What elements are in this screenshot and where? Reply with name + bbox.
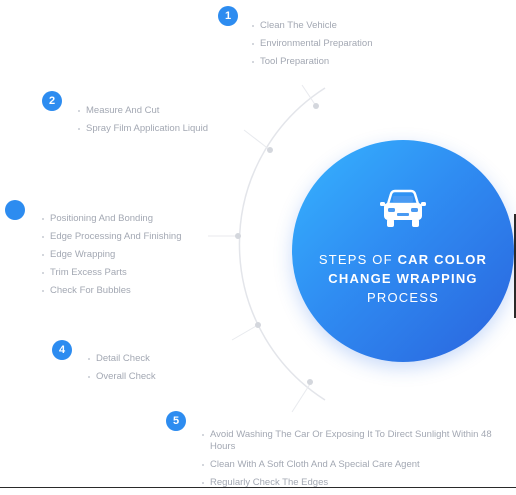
list-item: Trim Excess Parts [42,267,182,279]
hub-title-bold-1: CAR COLOR [397,252,488,267]
list-item: Tool Preparation [252,56,372,68]
connector-4 [231,324,259,341]
arc-dot-2 [267,147,273,153]
list-item: Positioning And Bonding [42,213,182,225]
car-front-icon [380,189,426,227]
step-3-badge [5,200,25,220]
step-1-badge: 1 [218,6,238,26]
step-1-list: Clean The Vehicle Environmental Preparat… [252,20,372,74]
connector-5 [291,383,311,413]
list-item: Avoid Washing The Car Or Exposing It To … [202,429,492,453]
hub-title-prefix: STEPS OF [318,252,398,267]
list-item: Edge Processing And Finishing [42,231,182,243]
step-2-list: Measure And Cut Spray Film Application L… [78,105,208,141]
list-item: Spray Film Application Liquid [78,123,208,135]
step-4-list: Detail Check Overall Check [88,353,156,389]
step-2-badge: 2 [42,91,62,111]
frame-edge-bottom [0,487,516,491]
list-item: Clean The Vehicle [252,20,372,32]
step-4-badge: 4 [52,340,72,360]
frame-edge-right [514,214,516,318]
arc-dot-3 [235,233,241,239]
connector-2 [243,129,271,151]
list-item: Overall Check [88,371,156,383]
list-item: Environmental Preparation [252,38,372,50]
list-item: Regularly Check The Edges [202,477,492,489]
arc-dot-1 [313,103,319,109]
step-5-badge: 5 [166,411,186,431]
list-item: Measure And Cut [78,105,208,117]
list-item: Check For Bubbles [42,285,182,297]
step-3-list: Positioning And Bonding Edge Processing … [42,213,182,303]
arc-dot-5 [307,379,313,385]
connector-1 [301,84,317,107]
timeline-arc-path [238,87,326,401]
arc-dot-4 [255,322,261,328]
list-item: Edge Wrapping [42,249,182,261]
hub-title: STEPS OF CAR COLOR CHANGE WRAPPING PROCE… [292,250,514,307]
hub-title-bold-2: CHANGE WRAPPING [328,271,478,286]
list-item: Detail Check [88,353,156,365]
list-item: Clean With A Soft Cloth And A Special Ca… [202,459,492,471]
step-5-list: Avoid Washing The Car Or Exposing It To … [202,429,492,495]
hub-title-line-3: PROCESS [367,290,439,305]
process-hub-circle: STEPS OF CAR COLOR CHANGE WRAPPING PROCE… [292,140,514,362]
